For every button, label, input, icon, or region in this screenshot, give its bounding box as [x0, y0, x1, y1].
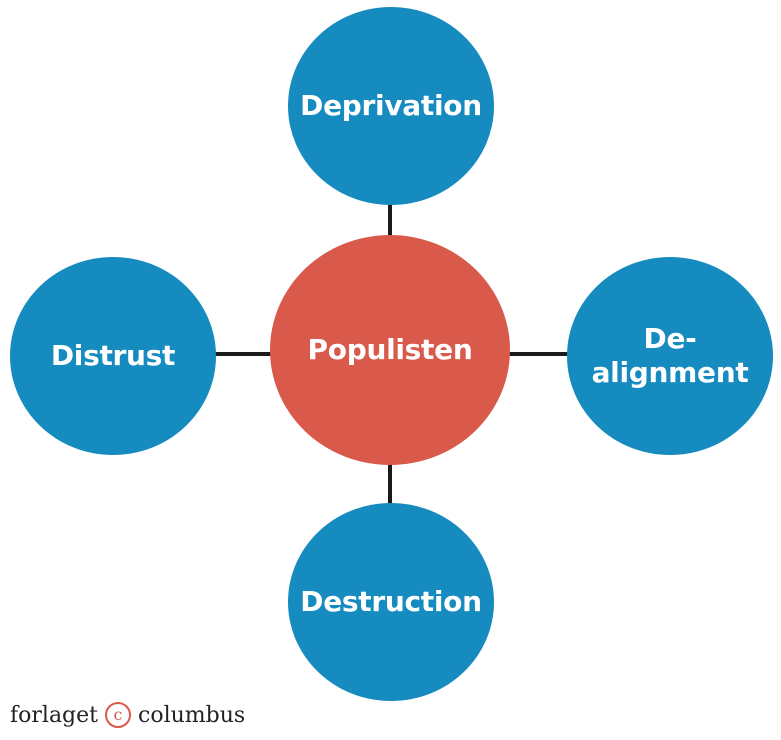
node-deprivation: Deprivation	[288, 7, 494, 205]
node-dealignment: De- alignment	[567, 257, 773, 455]
publisher-logo: forlaget c columbus	[10, 702, 245, 728]
node-dealignment-label: De- alignment	[591, 322, 749, 389]
publisher-prefix: forlaget	[10, 702, 98, 728]
node-destruction: Destruction	[288, 503, 494, 701]
node-deprivation-label: Deprivation	[300, 89, 482, 123]
node-distrust: Distrust	[10, 257, 216, 455]
connector-bottom	[388, 462, 392, 506]
node-distrust-label: Distrust	[50, 339, 176, 373]
node-populisten-label: Populisten	[307, 333, 473, 367]
connector-left	[213, 352, 271, 356]
publisher-suffix: columbus	[138, 702, 246, 728]
node-destruction-label: Destruction	[300, 585, 482, 619]
connector-top	[388, 202, 392, 238]
node-populisten: Populisten	[270, 235, 510, 465]
copyright-c-icon: c	[105, 702, 131, 728]
connector-right	[509, 352, 569, 356]
